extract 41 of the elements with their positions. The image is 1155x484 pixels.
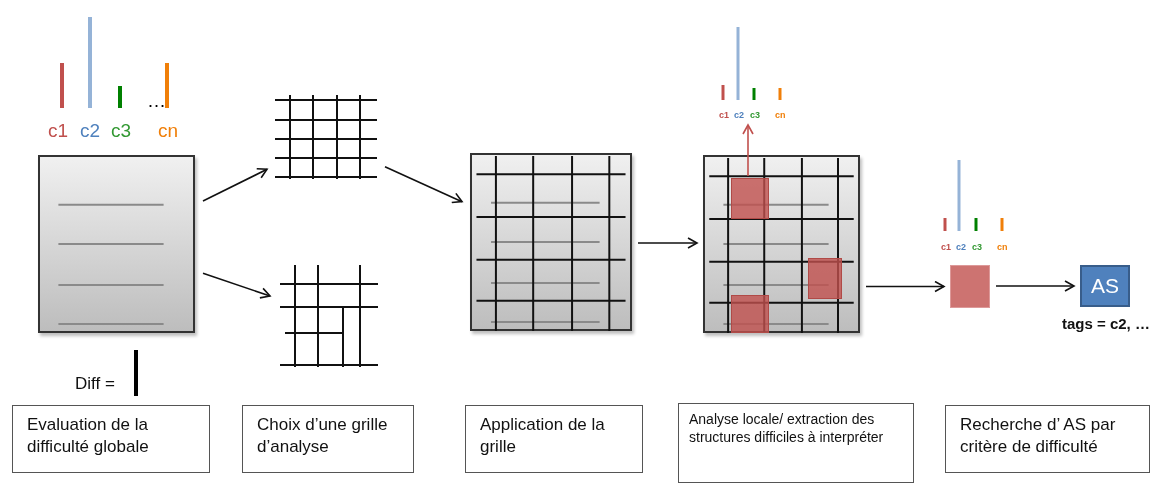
criterion-label: … bbox=[147, 90, 166, 112]
criterion-label: cn bbox=[997, 242, 1008, 252]
criterion-label: c1 bbox=[941, 242, 951, 252]
criterion-label: c2 bbox=[734, 110, 747, 122]
step-label: Evaluation de la difficulté globale bbox=[27, 414, 150, 459]
highlighted-cell bbox=[808, 258, 842, 299]
step-label: Choix d’une grille d’analyse bbox=[257, 414, 389, 459]
criterion-label: c2 bbox=[956, 242, 966, 252]
criterion-label: cn bbox=[775, 110, 786, 120]
criterion-label: c3 bbox=[750, 110, 760, 120]
step-box bbox=[678, 403, 914, 483]
gridded-page-drawing bbox=[703, 155, 860, 333]
highlighted-cell bbox=[731, 178, 769, 219]
step-box bbox=[12, 405, 210, 473]
criterion-label: c1 bbox=[48, 120, 69, 142]
criterion-label: c2 bbox=[80, 120, 101, 142]
gridded-page-drawing bbox=[470, 153, 632, 331]
criterion-label: c3 bbox=[972, 242, 982, 252]
step-box bbox=[242, 405, 414, 473]
arrow bbox=[865, 280, 945, 293]
step-box bbox=[945, 405, 1150, 473]
extracted-structure bbox=[950, 265, 990, 308]
arrow bbox=[384, 165, 463, 204]
step-label: Application de la grille bbox=[480, 414, 606, 459]
arrow bbox=[202, 272, 271, 299]
step-label: Analyse locale/ extraction des structures difficiles à interpréter bbox=[689, 410, 885, 447]
arrow bbox=[995, 280, 1075, 292]
highlighted-cell bbox=[731, 295, 769, 333]
difficulty-label: Diff = bbox=[75, 374, 115, 394]
step-label: Recherche d’ AS par critère de difficulté bbox=[960, 414, 1117, 459]
step-box bbox=[465, 405, 643, 473]
criterion-label: cn bbox=[158, 120, 179, 142]
arrow bbox=[637, 237, 698, 249]
arrow bbox=[202, 168, 268, 202]
arrow bbox=[742, 124, 754, 177]
criterion-label: c3 bbox=[111, 120, 132, 142]
grid-drawing bbox=[278, 265, 380, 367]
tag-label: tags = c2, … bbox=[1062, 315, 1150, 332]
criterion-label: c1 bbox=[719, 110, 729, 120]
as-box: AS bbox=[1080, 265, 1130, 307]
document-page bbox=[38, 155, 195, 333]
